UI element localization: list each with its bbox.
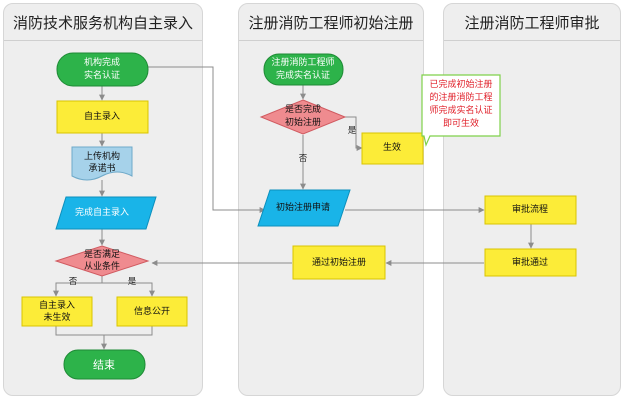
lane-title: 注册消防工程师审批: [444, 4, 620, 41]
node-line: 完成自主录入: [75, 206, 129, 218]
note-line: 已完成初始注册: [429, 78, 492, 90]
note-line: 的注册消防工程: [429, 91, 492, 103]
node-org-auth: 机构完成 实名认证: [56, 52, 149, 87]
edge-label-no: 否: [299, 154, 308, 164]
node-line: 审批通过: [512, 256, 548, 268]
edge-noteff-to-end: [55, 326, 107, 350]
node-line: 是否完成: [285, 103, 321, 115]
node-line: 从业条件: [84, 260, 120, 272]
node-line: 审批流程: [512, 203, 548, 215]
node-line: 是否满足: [84, 249, 120, 260]
node-meets-conditions: 是否满足 从业条件: [54, 245, 150, 277]
node-engineer-auth: 注册消防工程师 完成实名认证: [263, 53, 344, 86]
node-initial-done-decision: 是否完成 初始注册: [259, 99, 347, 135]
node-approval-pass: 审批通过: [484, 248, 577, 277]
node-line: 注册消防工程师: [271, 56, 334, 68]
node-self-entry: 自主录入: [56, 100, 149, 134]
edge-label-yes: 是: [128, 277, 137, 287]
node-end: 结束: [63, 349, 146, 380]
edge-auth-to-apply: [148, 66, 266, 213]
node-line: 自主录入: [39, 299, 75, 311]
edge-label-no: 否: [69, 277, 78, 287]
node-info-public: 信息公开: [116, 296, 188, 327]
node-complete-entry: 完成自主录入: [55, 196, 157, 230]
note-callout: 已完成初始注册 的注册消防工程 师完成实名认证 即可生效: [421, 74, 501, 147]
node-line: 结束: [93, 359, 115, 372]
note-line: 即可生效: [443, 117, 479, 129]
note-line: 师完成实名认证: [429, 104, 492, 116]
node-not-effective: 自主录入 未生效: [21, 296, 93, 327]
node-approval-flow: 审批流程: [484, 195, 577, 225]
node-line: 初始注册: [285, 116, 321, 128]
lane-title: 消防技术服务机构自主录入: [4, 4, 202, 41]
lane-title: 注册消防工程师初始注册: [239, 4, 423, 41]
node-line: 承诺书: [88, 163, 115, 174]
node-line: 机构完成: [84, 56, 120, 68]
node-pass-initial: 通过初始注册: [292, 245, 386, 280]
lane-approval: 注册消防工程师审批: [443, 3, 621, 396]
edge-public-to-end: [104, 326, 153, 336]
node-line: 初始注册申请: [276, 201, 330, 213]
node-effective: 生效: [361, 132, 424, 165]
node-upload-doc: 上传机构 承诺书: [71, 146, 133, 181]
node-line: 未生效: [43, 311, 70, 323]
node-line: 上传机构: [84, 150, 120, 162]
edge-cond-no: [53, 275, 103, 297]
edge-label-yes: 是: [348, 126, 357, 136]
node-line: 完成实名认证: [276, 69, 330, 81]
edge-cond-yes: [102, 282, 155, 297]
node-line: 通过初始注册: [312, 256, 366, 268]
node-line: 自主录入: [84, 110, 120, 122]
edge-decision-yes: [344, 116, 363, 151]
connectors: [53, 66, 534, 350]
node-initial-apply: 初始注册申请: [257, 189, 351, 227]
node-line: 生效: [383, 141, 401, 153]
node-line: 信息公开: [134, 305, 170, 317]
node-line: 实名认证: [84, 69, 120, 81]
